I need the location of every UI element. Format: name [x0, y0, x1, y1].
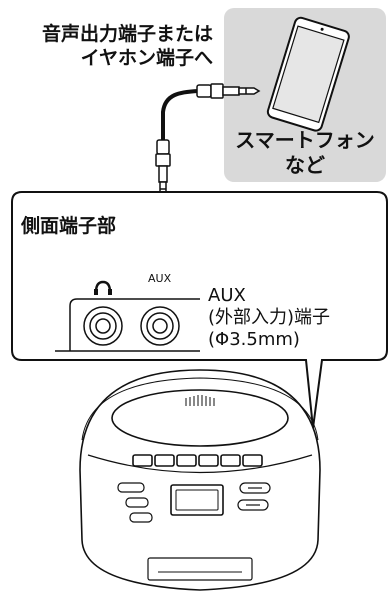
aux-description-line2: (外部入力)端子: [208, 307, 331, 328]
side-panel-callout: [11, 191, 388, 429]
aux-description-line3: (Φ3.5mm): [208, 329, 300, 350]
cd-radio-cassette-player: [79, 369, 321, 591]
cassette-door: [147, 557, 253, 581]
lcd-display: [170, 484, 224, 516]
aux-description-line1: AUX: [208, 285, 246, 306]
jack-panel: [55, 298, 200, 352]
port-label-aux: AUX: [148, 272, 172, 285]
handle-marks: [185, 395, 215, 406]
device-caption-line2: など: [285, 153, 325, 177]
device-caption-line1: スマートフォン: [235, 128, 375, 152]
headphone-icon: [94, 280, 112, 295]
connection-note-line2: イヤホン端子へ: [80, 47, 213, 69]
side-panel-title: 側面端子部: [21, 215, 117, 237]
cassette-buttons: [132, 454, 263, 467]
connection-note-line1: 音声出力端子または: [41, 23, 213, 45]
right-controls: [237, 482, 271, 511]
smartphone-icon: [266, 16, 350, 132]
stereo-plug-icon: [196, 83, 261, 99]
stereo-cable: [161, 89, 199, 142]
left-controls: [117, 482, 153, 523]
